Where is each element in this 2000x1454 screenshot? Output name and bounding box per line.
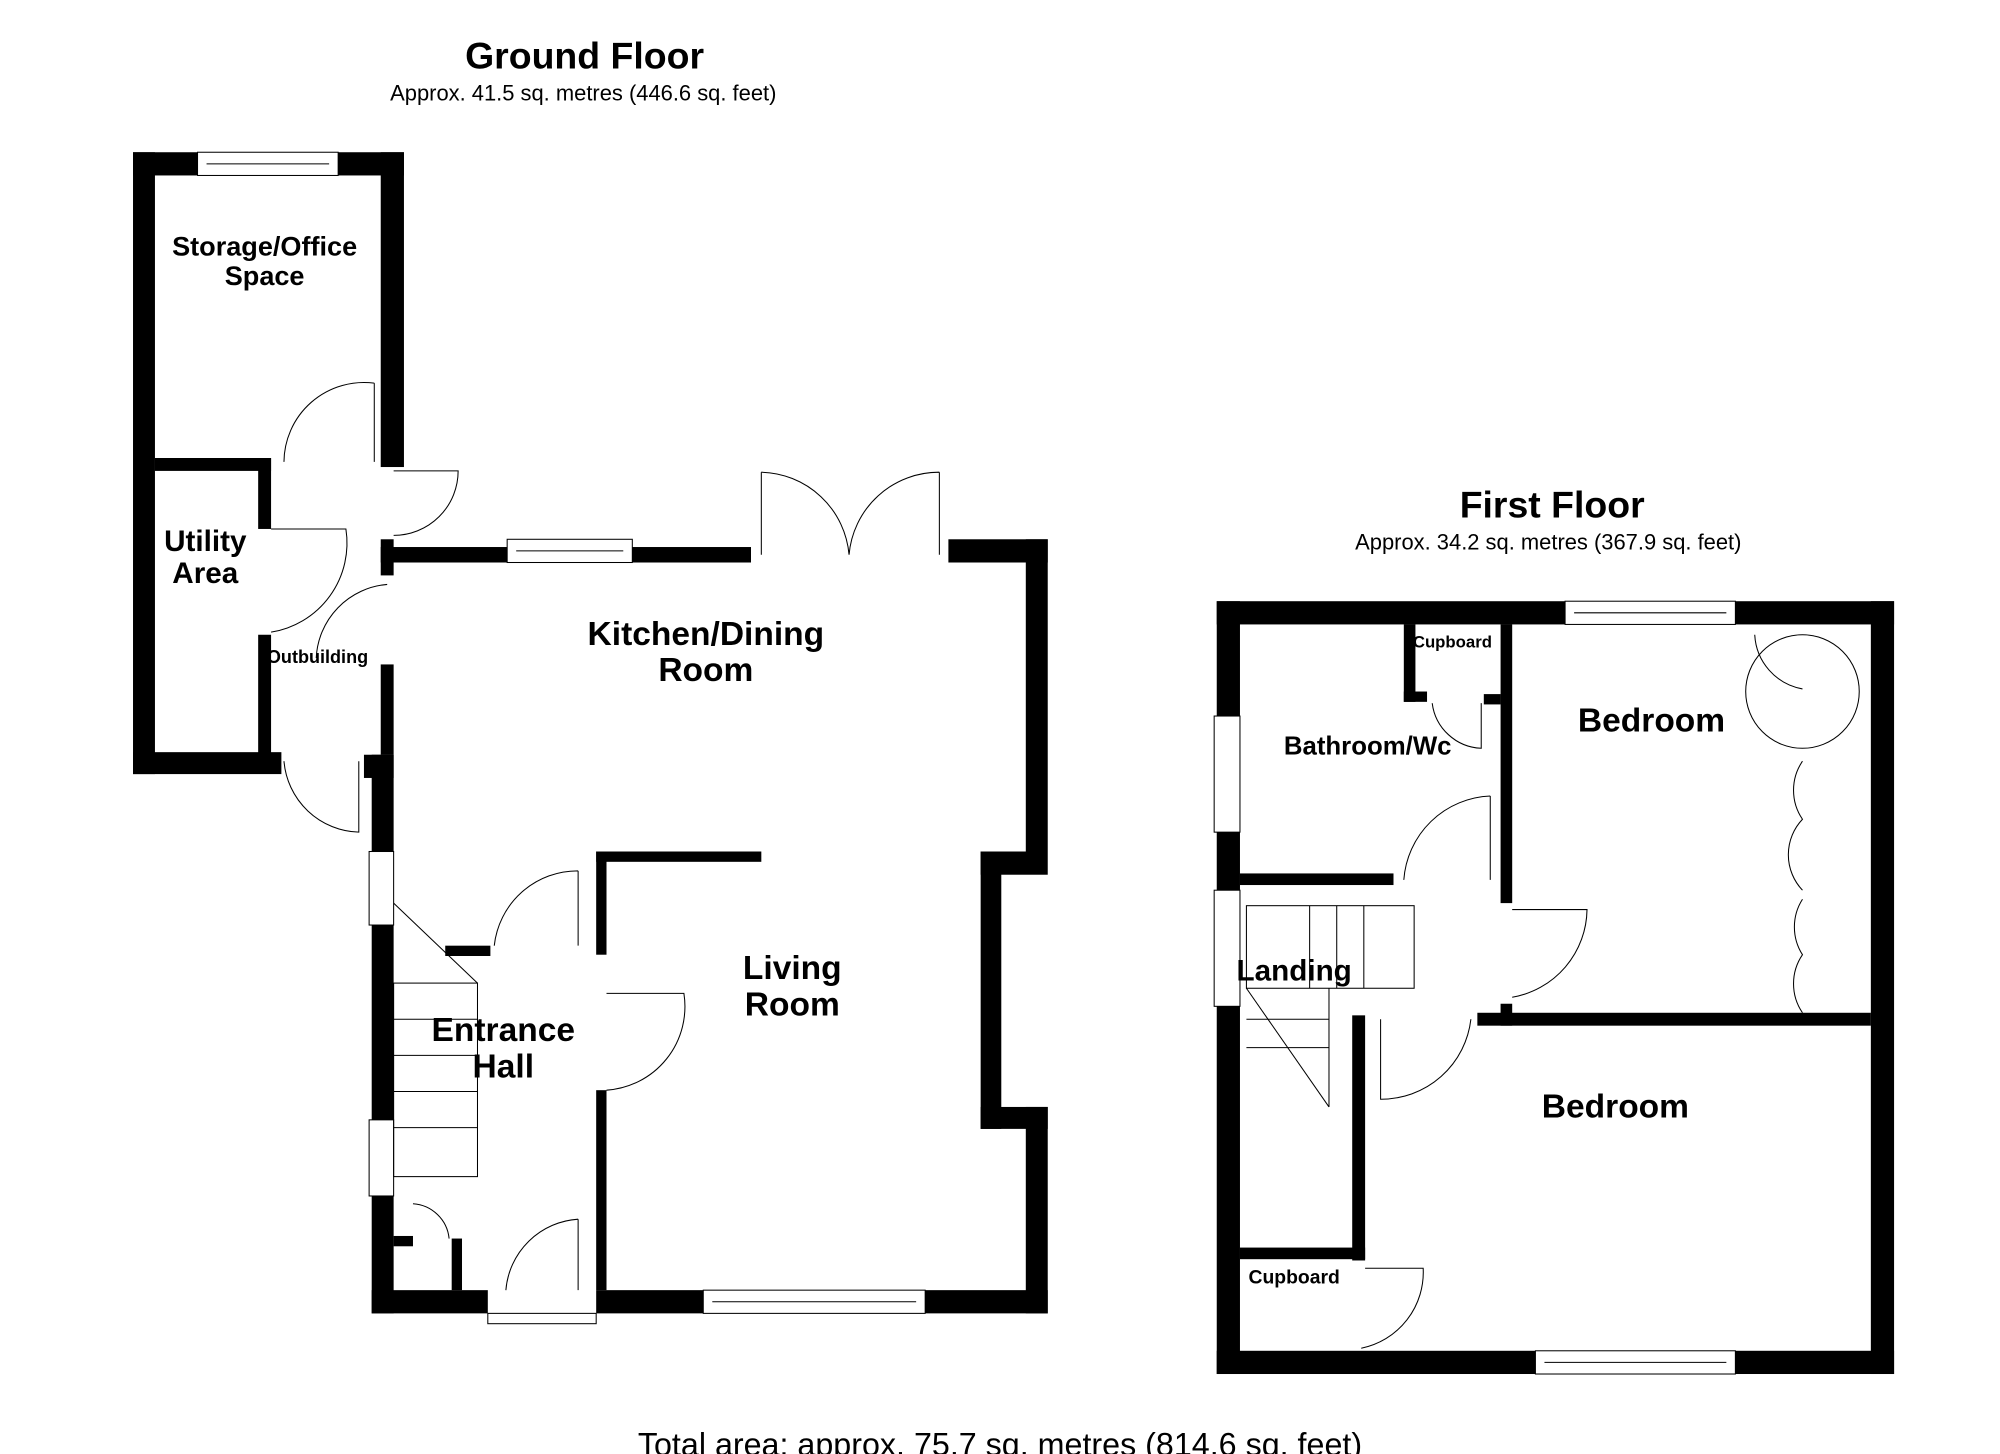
- room-cupboard-bottom: Cupboard: [1248, 1267, 1339, 1289]
- room-entrance-hall-2: Hall: [473, 1048, 535, 1085]
- ground-floor-walls: [133, 151, 1048, 1325]
- room-utility-area-2: Area: [172, 557, 238, 590]
- stairs-ground: [393, 902, 479, 1178]
- wardrobe-label: Wardrobe: [1795, 711, 1873, 730]
- room-kitchen-dining: Kitchen/Dining: [588, 616, 825, 653]
- ground-floor-area: Approx. 41.5 sq. metres (446.6 sq. feet): [390, 81, 776, 106]
- room-living-2: Room: [745, 986, 840, 1023]
- room-kitchen-dining-2: Room: [658, 652, 753, 689]
- room-bedroom-2: Bedroom: [1542, 1088, 1689, 1125]
- first-floor-title: First Floor: [1460, 483, 1645, 525]
- room-storage-office: Storage/Office: [172, 230, 357, 261]
- first-floor-area: Approx. 34.2 sq. metres (367.9 sq. feet): [1355, 530, 1741, 555]
- stairs-first: [1245, 905, 1415, 1108]
- ground-floor-title: Ground Floor: [465, 34, 704, 76]
- room-living: Living: [743, 950, 842, 987]
- room-outbuilding: Outbuilding: [267, 647, 368, 667]
- room-landing: Landing: [1236, 955, 1351, 988]
- room-cupboard-top: Cupboard: [1413, 633, 1492, 652]
- room-bedroom-1: Bedroom: [1578, 703, 1725, 740]
- wardrobe-doors: [1745, 634, 1860, 1014]
- first-floor-walls: [1213, 600, 1895, 1375]
- room-entrance-hall: Entrance: [432, 1012, 575, 1049]
- room-utility-area: Utility: [164, 525, 247, 558]
- room-storage-office-2: Space: [225, 260, 305, 291]
- total-area: Total area: approx. 75.7 sq. metres (814…: [638, 1426, 1362, 1454]
- room-bathroom-wc: Bathroom/Wc: [1284, 733, 1452, 761]
